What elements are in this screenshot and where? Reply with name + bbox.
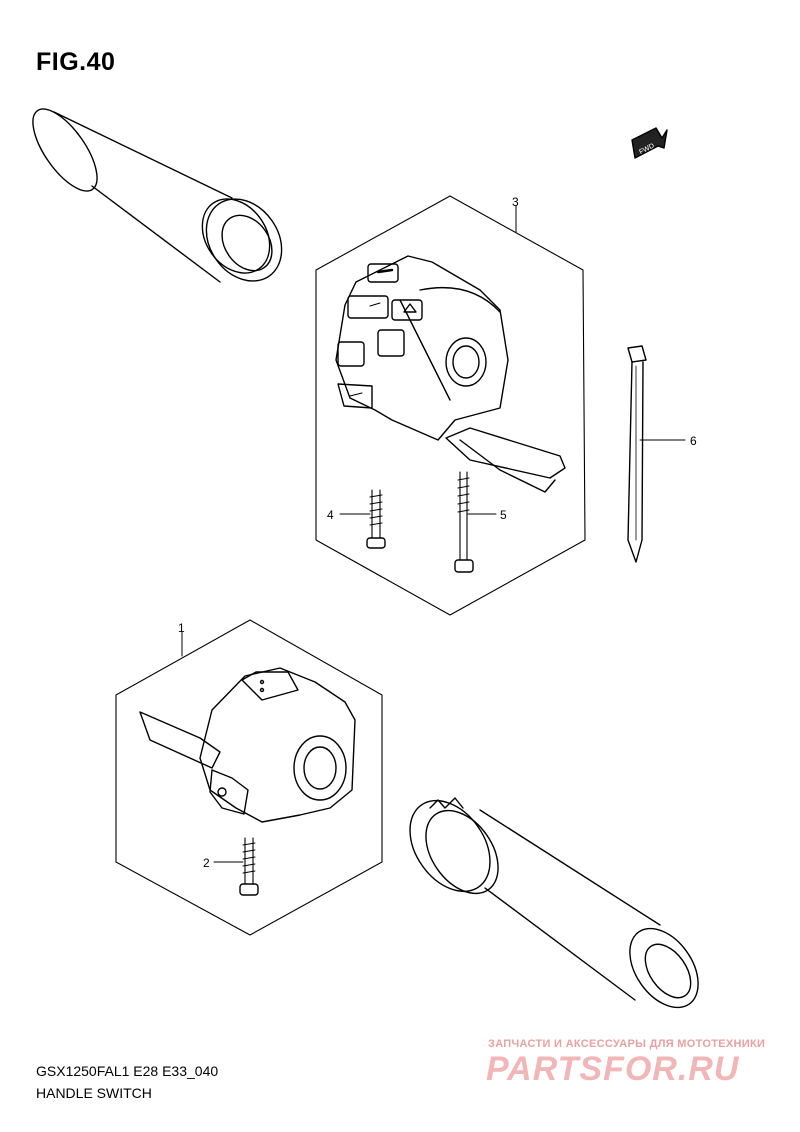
screw-4	[366, 489, 386, 549]
screw-5	[454, 471, 474, 573]
callout-6: 6	[690, 434, 697, 448]
callout-5: 5	[500, 508, 507, 522]
screw-2	[239, 837, 259, 896]
callout-2: 2	[203, 856, 210, 870]
right-handle-grip	[409, 797, 699, 1009]
watermark-tagline: ЗАПЧАСТИ И АКСЕССУАРЫ ДЛЯ МОТОТЕХНИКИ	[488, 1038, 766, 1050]
callout-3: 3	[512, 195, 519, 209]
assembly-outline-3	[315, 195, 586, 616]
left-handle-grip	[32, 108, 283, 283]
figure-model-code: GSX1250FAL1 E28 E33_040	[36, 1063, 219, 1079]
watermark-logo: PARTSFOR.RU	[486, 1050, 740, 1088]
callout-4: 4	[327, 508, 334, 522]
callout-1: 1	[178, 621, 185, 635]
right-handle-switch	[335, 255, 566, 493]
figure-name: HANDLE SWITCH	[36, 1085, 152, 1101]
forward-direction-badge: FWD	[631, 127, 668, 159]
left-handle-switch	[139, 667, 356, 823]
cable-tie-6	[627, 345, 647, 563]
assembly-outline-1	[115, 619, 383, 936]
figure-title: FIG.40	[36, 48, 116, 76]
